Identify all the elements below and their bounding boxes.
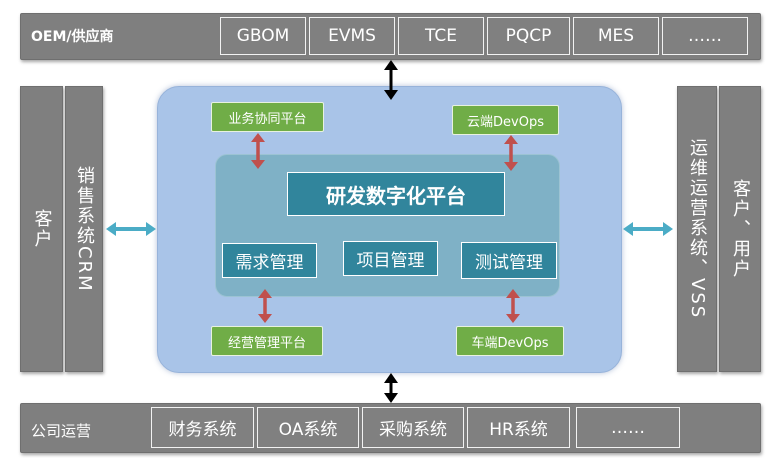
bottom-item-finance: 财务系统 bbox=[151, 407, 254, 448]
bottom-item-oa: OA系统 bbox=[257, 407, 359, 448]
left-crm-box: 销售系统CRM bbox=[65, 86, 103, 372]
right-users-label: 客户、用户 bbox=[730, 179, 751, 279]
arrow-red-bottom-left bbox=[258, 289, 272, 323]
top-item-mes: MES bbox=[573, 17, 659, 55]
cloud-devops: 云端DevOps bbox=[452, 105, 559, 135]
right-ops-box: 运维运营系统、VSS bbox=[677, 86, 717, 372]
bottom-item-procurement: 采购系统 bbox=[362, 407, 464, 448]
top-item-pqcp: PQCP bbox=[487, 17, 570, 55]
arrow-right-blue bbox=[623, 222, 673, 236]
platform-title: 研发数字化平台 bbox=[287, 172, 505, 216]
top-item-tce: TCE bbox=[398, 17, 484, 55]
top-item-more: …… bbox=[662, 17, 748, 55]
ops-mgmt-platform: 经营管理平台 bbox=[211, 326, 323, 356]
top-item-gbom: GBOM bbox=[220, 17, 306, 55]
arrow-red-top-left bbox=[251, 133, 265, 169]
module-requirements: 需求管理 bbox=[222, 243, 317, 278]
bottom-item-hr: HR系统 bbox=[467, 407, 570, 448]
module-testing: 测试管理 bbox=[461, 242, 557, 279]
left-customer-label: 客户 bbox=[31, 209, 53, 249]
arrow-red-top-right bbox=[504, 135, 518, 171]
left-crm-label: 销售系统CRM bbox=[74, 165, 95, 293]
vehicle-devops: 车端DevOps bbox=[456, 326, 564, 356]
top-item-evms: EVMS bbox=[309, 17, 395, 55]
arrow-red-bottom-right bbox=[506, 289, 520, 323]
right-ops-label: 运维运营系统、VSS bbox=[687, 138, 708, 320]
arrow-left-blue bbox=[106, 222, 156, 236]
left-customer-box: 客户 bbox=[20, 86, 63, 372]
right-users-box: 客户、用户 bbox=[719, 86, 761, 372]
bottom-bar-title: 公司运营 bbox=[31, 422, 92, 440]
bottom-item-more: …… bbox=[576, 407, 680, 448]
arrow-bottom-black bbox=[384, 373, 398, 403]
biz-collab-platform: 业务协同平台 bbox=[211, 102, 324, 132]
arrow-top-black bbox=[384, 60, 398, 100]
top-bar-title: OEM/供应商 bbox=[31, 29, 114, 45]
module-projects: 项目管理 bbox=[343, 241, 438, 276]
